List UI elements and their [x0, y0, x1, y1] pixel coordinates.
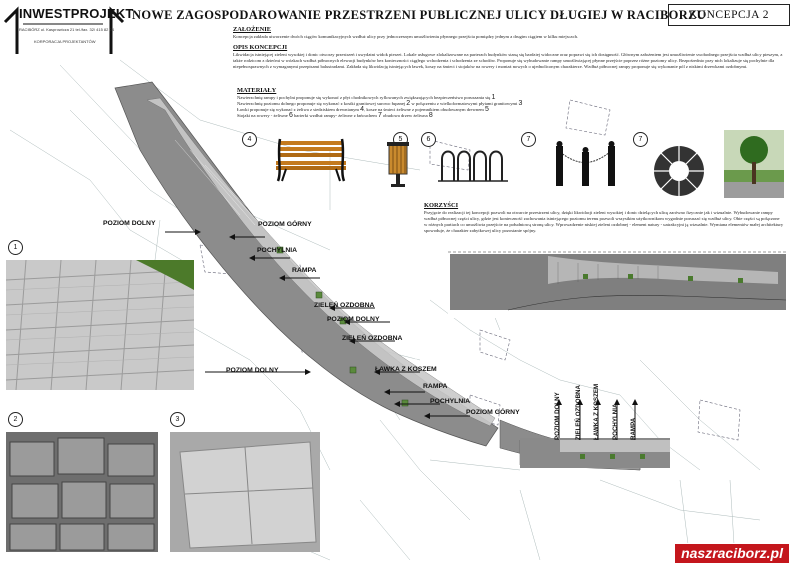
materialy-line-2: Nawierzchnię poziomu dolnego proponuje s…: [237, 100, 523, 108]
concept-badge: KONCEPCJA 2: [668, 4, 790, 26]
tree-photo: [724, 130, 784, 198]
callout-zielen-ozdobna-2: ZIELEŃ OZDOBNA: [342, 335, 403, 342]
street-cross-section: [448, 244, 788, 318]
materialy-heading: MATERIAŁY: [237, 87, 277, 94]
callout-pochylnia-1: POCHYLNIA: [257, 247, 298, 254]
callout-poziom-dolny-3: POZIOM DOLNY: [226, 367, 279, 374]
materialy-line-1: Nawierzchnię rampy i pochylni proponuje …: [237, 94, 496, 101]
callout-pochylnia-2: POCHYLNIA: [430, 398, 471, 405]
callout-zielen-ozdobna-1: ZIELEŃ OZDOBNA: [314, 302, 375, 309]
vcallout-pochylnia: POCHYLNIA: [612, 403, 619, 440]
materialy-list: Nawierzchnię rampy i pochylni proponuje …: [237, 94, 597, 120]
page-title: NOWE ZAGOSPODAROWANIE PRZESTRZENI PUBLIC…: [132, 8, 706, 22]
bollard-chain-image: [556, 141, 615, 186]
vcallout-lawka-z-koszem: ŁAWKA Z KOSZEM: [593, 383, 600, 440]
watermark-logo: naszraciborz.pl: [674, 543, 790, 564]
callout-poziom-dolny-2: POZIOM DOLNY: [327, 316, 380, 323]
korzysci-heading: KORZYŚCI: [424, 202, 459, 209]
vcallout-poziom-dolny: POZIOM DOLNY: [554, 392, 561, 440]
callout-rampa-2: RAMPA: [423, 383, 448, 390]
opis-text: Likwidacja istniejącej zieleni wysokiej …: [233, 52, 783, 70]
company-address: RACIBÓRZ ul. Kasprowicza 21 tel./fax. 32…: [19, 27, 114, 32]
vcallout-rampa: RAMPA: [630, 417, 637, 440]
callout-poziom-gorny-2: POZIOM GÓRNY: [466, 409, 520, 416]
product-number-bollard: 7: [521, 132, 536, 147]
callout-lawka-z-koszem: ŁAWKA Z KOSZEM: [375, 366, 437, 373]
materialy-line-3: Ławki proponuje się wykonać z żeliwa z s…: [237, 106, 489, 114]
company-tagline: KORPORACJA PROJEKTANTÓW: [34, 39, 96, 44]
paving-slab-photo: [6, 260, 194, 390]
callout-poziom-gorny-1: POZIOM GÓRNY: [258, 221, 312, 228]
street-section-lower: [520, 438, 670, 468]
photo-number-2: 2: [8, 412, 23, 427]
company-logo: [3, 6, 125, 54]
callout-rampa-1: RAMPA: [292, 267, 317, 274]
vcallout-zielen-ozdobna: ZIELEŃ OZDOBNA: [575, 385, 582, 440]
company-name: INWESTPROJEKT: [19, 6, 134, 21]
korzysci-text: Przyjęcie do realizacji tej koncepcji po…: [424, 210, 784, 234]
photo-number-3: 3: [170, 412, 185, 427]
materialy-line-4: Stojaki na rowery - żeliwne 6 barierki w…: [237, 112, 433, 120]
product-number-treegrate: 7: [633, 132, 648, 147]
bike-rack-image: [438, 150, 508, 182]
opis-heading: OPIS KONCEPCJI: [233, 44, 288, 51]
product-number-bench: 4: [242, 132, 257, 147]
callout-poziom-dolny-1: POZIOM DOLNY: [103, 220, 156, 227]
bench-image: [276, 138, 346, 182]
granite-slab-photo: [170, 432, 320, 552]
product-number-bikerack: 6: [421, 132, 436, 147]
granite-cobble-photo: [6, 432, 158, 552]
tree-grate-image: [654, 146, 704, 196]
zalozenie-text: Koncepcja zakłada utworzenie dwóch ciągó…: [233, 34, 579, 39]
zalozenie-heading: ZAŁOŻENIE: [233, 26, 272, 33]
photo-number-1: 1: [8, 240, 23, 255]
trash-bin-image: [387, 142, 409, 187]
